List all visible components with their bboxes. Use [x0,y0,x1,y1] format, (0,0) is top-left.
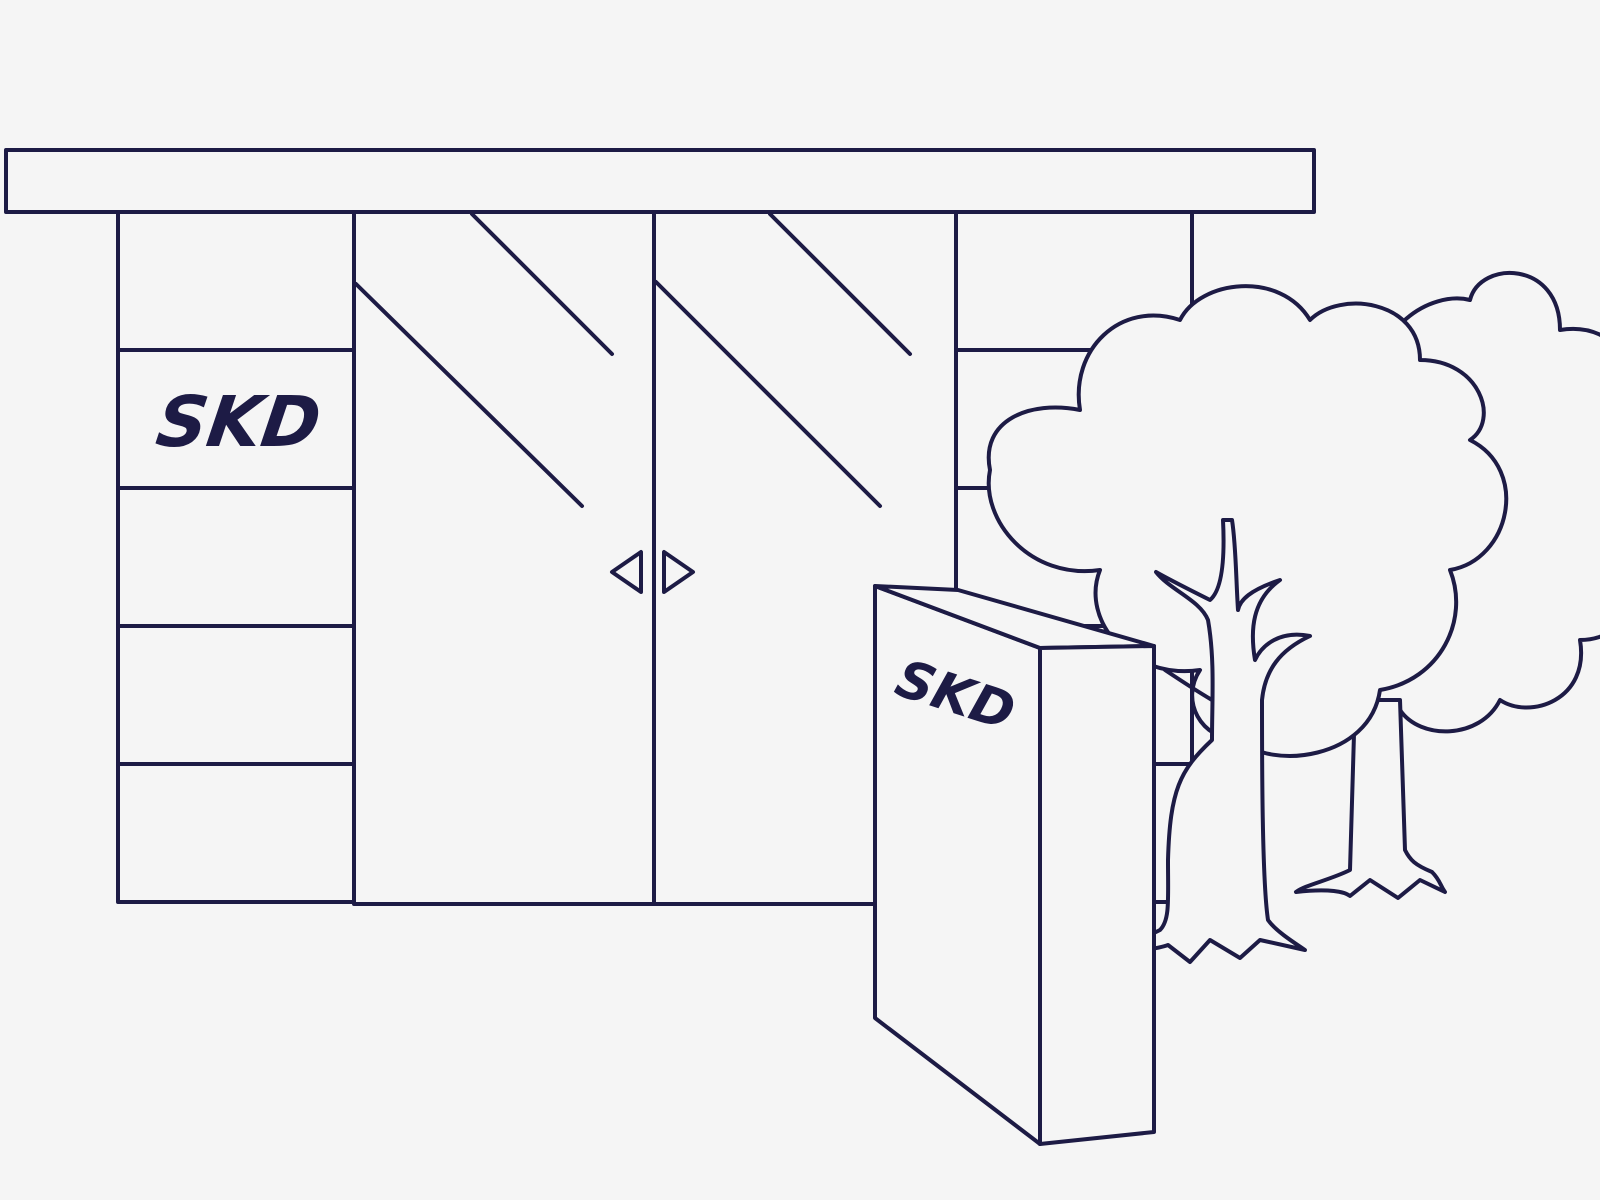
arrow-left-icon [610,550,643,594]
building-sign-logo: SKD [152,381,326,463]
arrow-right-icon [662,550,695,594]
sliding-doors [352,210,958,906]
left-pillar [116,210,356,904]
roof-canopy [4,148,1316,214]
pylon-totem [873,584,1156,1146]
